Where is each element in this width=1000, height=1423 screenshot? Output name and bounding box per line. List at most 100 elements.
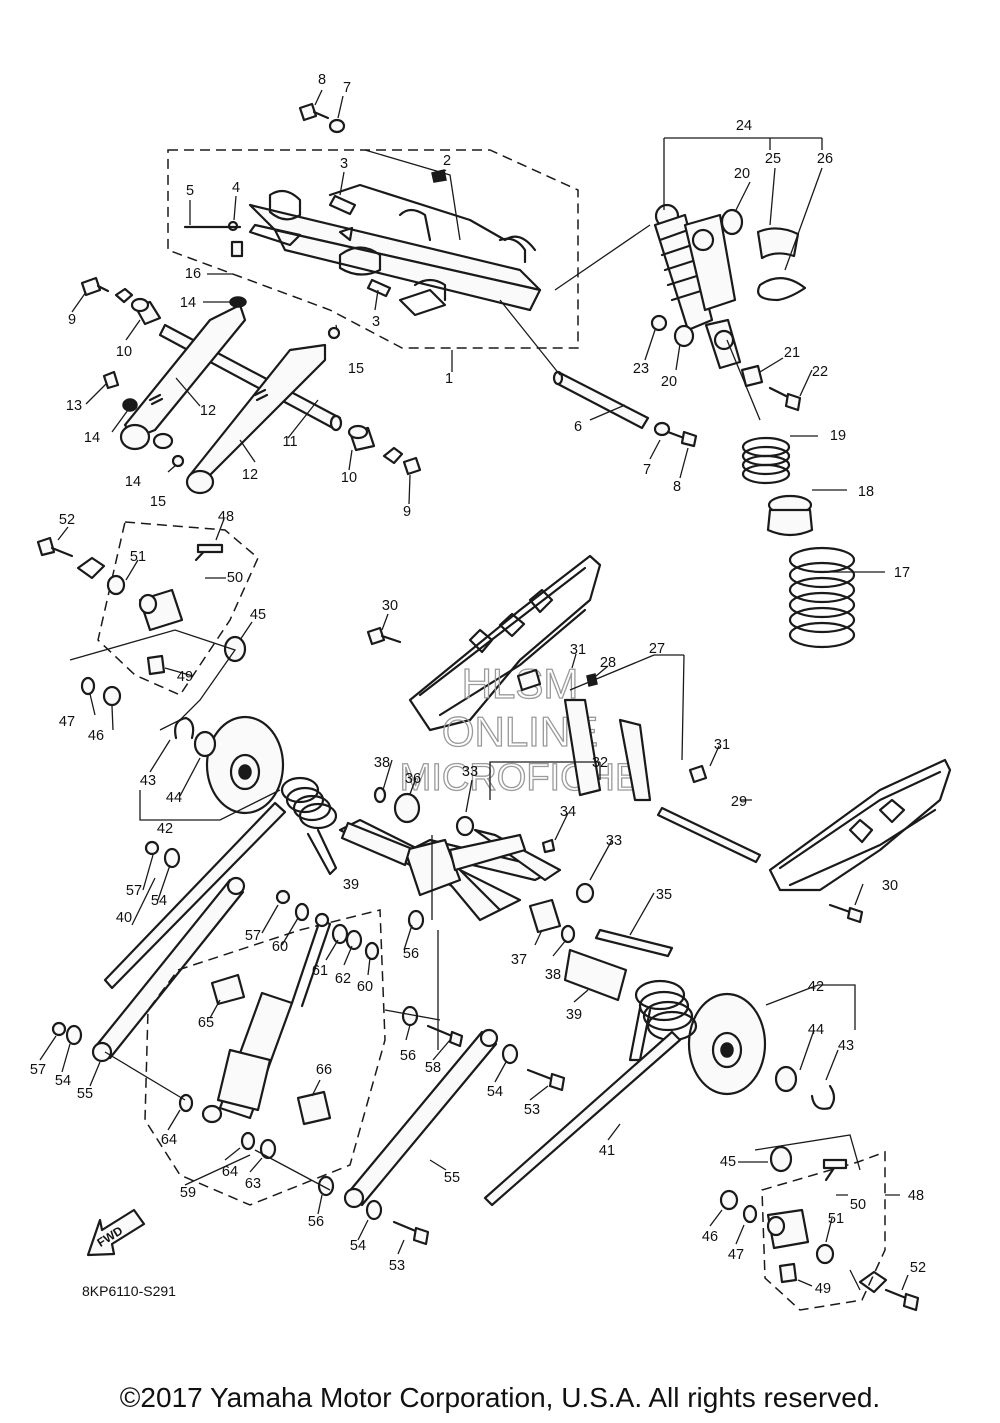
callout-label: 10 [116, 344, 132, 360]
front-arm-assembly [183, 183, 542, 317]
washer-14-left [122, 398, 138, 412]
bolt-53-bottom-head [412, 1226, 430, 1246]
callout-label: 29 [731, 794, 747, 810]
callout-label: 17 [894, 565, 910, 581]
plate-52-left [76, 556, 106, 580]
bolt-16 [230, 240, 244, 258]
callout-label: 8 [673, 479, 681, 495]
callout-label: 65 [198, 1015, 214, 1031]
callout-label: 7 [643, 462, 651, 478]
washer-7-right [653, 421, 671, 437]
callout-label: 52 [59, 512, 75, 528]
torsion-spring-41 [483, 979, 698, 1207]
callout-label: 43 [838, 1038, 854, 1054]
callout-label: 45 [250, 607, 266, 623]
bushing-45-left [223, 635, 247, 663]
callout-label: 43 [140, 773, 156, 789]
nipple-34 [541, 838, 556, 854]
callout-label: 9 [403, 504, 411, 520]
callout-label: 30 [882, 878, 898, 894]
callout-label: 61 [312, 963, 328, 979]
bumper-65 [210, 973, 246, 1006]
collar-51-left [106, 574, 126, 596]
callout-label: 56 [308, 1214, 324, 1230]
callout-label: 54 [151, 893, 167, 909]
plate-9-bottom [382, 446, 404, 465]
washer-47-right [742, 1204, 758, 1224]
collar-21 [740, 364, 764, 388]
washer-60-left [294, 902, 310, 922]
callout-label: 55 [77, 1086, 93, 1102]
bolt-53-mid [526, 1068, 556, 1082]
callout-label: 25 [765, 151, 781, 167]
shaft-39-top [340, 821, 412, 867]
callout-label: 39 [566, 1007, 582, 1023]
callout-label: 50 [850, 1197, 866, 1213]
diagram-code: 8KP6110-S291 [82, 1283, 176, 1299]
callout-label: 20 [661, 374, 677, 390]
bracket-48-right [766, 1158, 848, 1250]
callout-label: 36 [405, 771, 421, 787]
callout-label: 53 [524, 1102, 540, 1118]
group-boundary-1 [167, 149, 579, 349]
bolt-9-top-shank [96, 284, 110, 293]
nut-15-top [327, 326, 341, 340]
callout-label: 15 [150, 494, 166, 510]
bolt-30-right [828, 903, 864, 924]
callout-label: 22 [812, 364, 828, 380]
torsion-spring-40 [103, 776, 338, 990]
shaft-6 [554, 371, 650, 430]
callout-label: 51 [130, 549, 146, 565]
arm-12-left [119, 303, 247, 451]
collar-54-top [163, 847, 181, 869]
washer-47-left [80, 676, 96, 696]
spring-seat-19 [741, 436, 791, 485]
washer-7-top [328, 118, 346, 134]
callout-label: 46 [702, 1229, 718, 1245]
washer-60-right [364, 941, 380, 961]
callout-label: 12 [242, 467, 258, 483]
callout-label: 23 [633, 361, 649, 377]
bumper-66 [296, 1090, 332, 1126]
wheel-42-left [205, 715, 285, 815]
bolt-52-right [902, 1292, 920, 1312]
fwd-arrow-icon: FWD [86, 1208, 146, 1257]
callout-label: 44 [166, 790, 182, 806]
stopper-18 [766, 494, 814, 537]
callout-label: 57 [245, 928, 261, 944]
callout-label: 51 [828, 1211, 844, 1227]
bracket-48-left [138, 543, 224, 632]
callout-label: 6 [574, 419, 582, 435]
group-boundary-59 [144, 909, 386, 1206]
circlip-43-left [174, 716, 195, 740]
callout-label: 15 [348, 361, 364, 377]
bolt-53-mid-head [548, 1072, 566, 1092]
callout-label: 9 [68, 312, 76, 328]
bearing-44-right [774, 1065, 798, 1093]
bolt-9-top [80, 276, 102, 297]
callout-label: 40 [116, 910, 132, 926]
collar-37 [528, 898, 562, 934]
plate-52-right [858, 1270, 888, 1294]
callout-label: 49 [815, 1281, 831, 1297]
callout-label: 37 [511, 952, 527, 968]
nut-49-right [778, 1262, 798, 1284]
group-boundary-48-right [761, 1150, 886, 1311]
callout-label: 56 [400, 1048, 416, 1064]
bolt-31-right [688, 764, 708, 784]
wheel-42-right [687, 992, 767, 1096]
callout-label: 54 [487, 1084, 503, 1100]
nut-15-bottom [171, 454, 185, 468]
bushing-33-top [455, 815, 475, 837]
collar-54-mid [501, 1043, 519, 1065]
callout-label: 11 [282, 434, 297, 450]
callout-label: 46 [88, 728, 104, 744]
bolt-8-top [298, 102, 330, 122]
washer-14-top [229, 296, 247, 308]
callout-label: 47 [728, 1247, 744, 1263]
nut-49-left [146, 654, 166, 676]
callout-label: 58 [425, 1060, 441, 1076]
callout-label: 14 [84, 430, 100, 446]
callout-label: 21 [784, 345, 800, 361]
washer-64-right [240, 1131, 256, 1151]
